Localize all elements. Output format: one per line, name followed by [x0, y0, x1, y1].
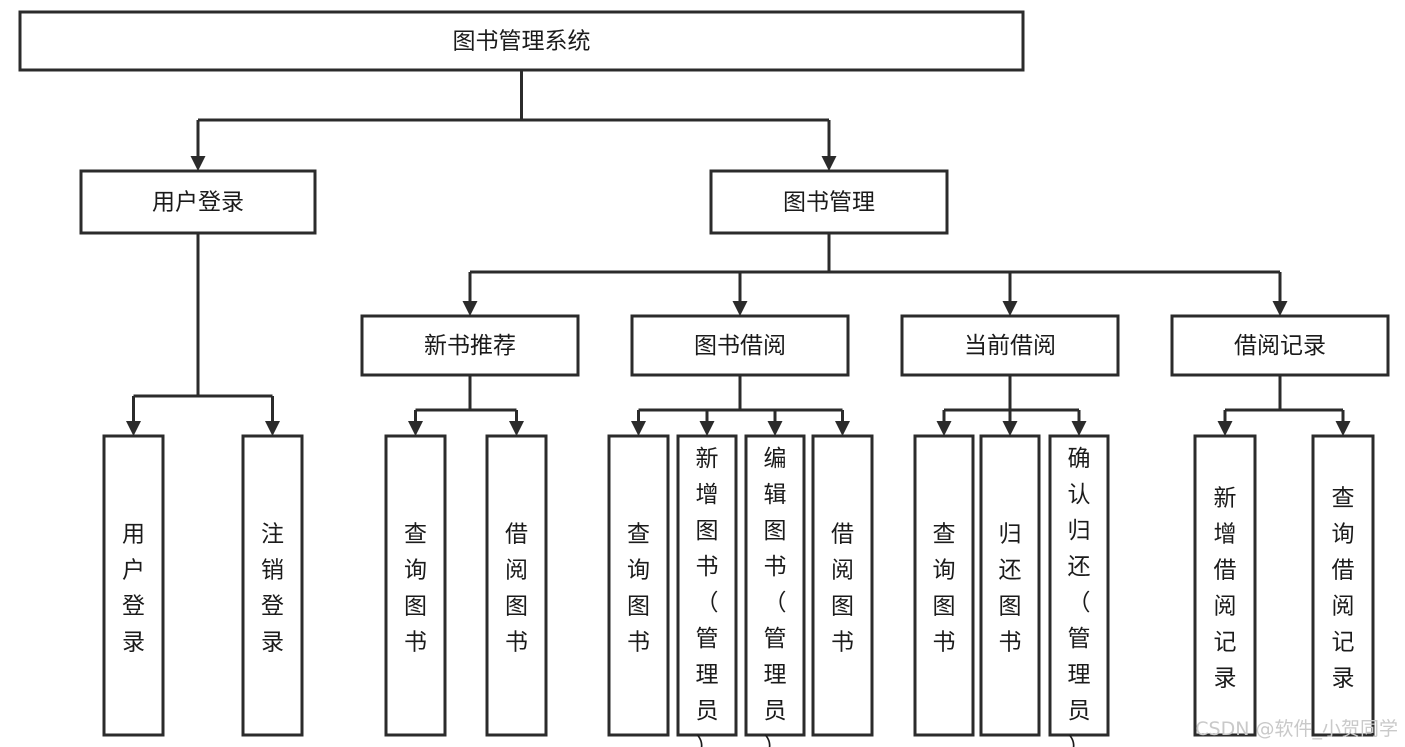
- node-box-root: [18, 10, 1025, 72]
- node-label-borrow-record: 借阅记录: [1234, 333, 1326, 359]
- node-root[interactable]: 图书管理系统: [18, 10, 1025, 72]
- arrow-head-icon: [699, 421, 715, 436]
- arrow-head-icon: [126, 421, 141, 436]
- node-user-login[interactable]: 用户登录: [79, 169, 317, 235]
- node-box-borrow-record: [1170, 314, 1390, 377]
- node-box-leaf-borrow-book-2: [811, 434, 874, 737]
- arrow-head-icon: [265, 421, 280, 436]
- node-box-leaf-add-book: [676, 434, 738, 737]
- arrow-head-icon: [631, 421, 646, 436]
- node-label-leaf-query-book-1: 查询图书: [404, 522, 427, 656]
- node-leaf-user-login[interactable]: 用户登录: [102, 434, 165, 737]
- node-leaf-add-record[interactable]: 新增借阅记录: [1193, 434, 1257, 737]
- node-box-leaf-query-record: [1311, 434, 1375, 737]
- node-book-borrow[interactable]: 图书借阅: [630, 314, 850, 377]
- node-box-leaf-query-book-2: [607, 434, 670, 737]
- arrow-head-icon: [408, 421, 423, 436]
- node-box-leaf-add-record: [1193, 434, 1257, 737]
- arrow-head-icon: [190, 156, 206, 171]
- node-leaf-user-logout[interactable]: 注销登录: [241, 434, 304, 737]
- arrow-head-icon: [1071, 421, 1087, 436]
- node-label-leaf-user-login: 用户登录: [122, 522, 145, 656]
- node-label-user-login: 用户登录: [152, 190, 244, 216]
- node-book-manage[interactable]: 图书管理: [709, 169, 949, 235]
- arrow-head-icon: [821, 156, 837, 171]
- node-label-current-borrow: 当前借阅: [964, 333, 1056, 359]
- node-label-leaf-query-book-3: 查询图书: [933, 522, 956, 656]
- node-label-leaf-add-record: 新增借阅记录: [1214, 486, 1237, 692]
- node-label-leaf-return-book: 归还图书: [999, 522, 1022, 656]
- node-leaf-confirm-return[interactable]: 确认归还（管理员）: [1048, 434, 1110, 747]
- node-label-leaf-borrow-book-1: 借阅图书: [505, 522, 528, 656]
- arrow-head-icon: [835, 421, 850, 436]
- node-leaf-add-book[interactable]: 新增图书（管理员）: [676, 434, 738, 747]
- node-label-leaf-user-logout: 注销登录: [261, 522, 284, 656]
- node-label-book-manage: 图书管理: [783, 190, 875, 216]
- node-leaf-return-book[interactable]: 归还图书: [979, 434, 1041, 737]
- node-label-new-book-recommend: 新书推荐: [424, 333, 516, 359]
- arrow-head-icon: [509, 421, 524, 436]
- node-label-leaf-query-book-2: 查询图书: [627, 522, 650, 656]
- node-leaf-borrow-book-2[interactable]: 借阅图书: [811, 434, 874, 737]
- node-box-leaf-user-logout: [241, 434, 304, 737]
- node-box-leaf-return-book: [979, 434, 1041, 737]
- node-box-new-book-recommend: [360, 314, 580, 377]
- node-leaf-query-record[interactable]: 查询借阅记录: [1311, 434, 1375, 737]
- node-label-leaf-add-book: 新增图书（管理员）: [696, 446, 719, 747]
- node-label-leaf-borrow-book-2: 借阅图书: [831, 522, 854, 656]
- arrow-head-icon: [462, 301, 478, 316]
- node-label-leaf-confirm-return: 确认归还（管理员）: [1068, 446, 1091, 747]
- node-box-leaf-borrow-book-1: [485, 434, 548, 737]
- node-label-leaf-query-record: 查询借阅记录: [1332, 486, 1355, 692]
- node-leaf-query-book-2[interactable]: 查询图书: [607, 434, 670, 737]
- node-box-leaf-query-book-3: [913, 434, 975, 737]
- node-label-leaf-edit-book: 编辑图书（管理员）: [764, 446, 787, 747]
- connectors-layer: [126, 70, 1351, 436]
- node-leaf-borrow-book-1[interactable]: 借阅图书: [485, 434, 548, 737]
- arrow-head-icon: [936, 421, 952, 436]
- arrow-head-icon: [732, 301, 748, 316]
- node-box-book-borrow: [630, 314, 850, 377]
- node-leaf-query-book-3[interactable]: 查询图书: [913, 434, 975, 737]
- node-leaf-edit-book[interactable]: 编辑图书（管理员）: [744, 434, 806, 747]
- node-current-borrow[interactable]: 当前借阅: [900, 314, 1120, 377]
- arrow-head-icon: [1217, 421, 1233, 436]
- node-box-leaf-query-book-1: [384, 434, 447, 737]
- node-leaf-query-book-1[interactable]: 查询图书: [384, 434, 447, 737]
- node-label-root: 图书管理系统: [453, 29, 591, 55]
- node-box-current-borrow: [900, 314, 1120, 377]
- arrow-head-icon: [767, 421, 783, 436]
- arrow-head-icon: [1272, 301, 1288, 316]
- csdn-watermark: CSDN @软件_小贺同学: [1195, 718, 1398, 740]
- node-box-leaf-confirm-return: [1048, 434, 1110, 737]
- node-box-user-login: [79, 169, 317, 235]
- node-label-book-borrow: 图书借阅: [694, 333, 786, 359]
- node-new-book-recommend[interactable]: 新书推荐: [360, 314, 580, 377]
- arrow-head-icon: [1335, 421, 1351, 436]
- nodes-layer: 图书管理系统用户登录图书管理新书推荐图书借阅当前借阅借阅记录用户登录注销登录查询…: [18, 10, 1390, 747]
- node-borrow-record[interactable]: 借阅记录: [1170, 314, 1390, 377]
- arrow-head-icon: [1002, 421, 1018, 436]
- arrow-head-icon: [1002, 301, 1018, 316]
- node-box-book-manage: [709, 169, 949, 235]
- node-box-leaf-edit-book: [744, 434, 806, 737]
- node-box-leaf-user-login: [102, 434, 165, 737]
